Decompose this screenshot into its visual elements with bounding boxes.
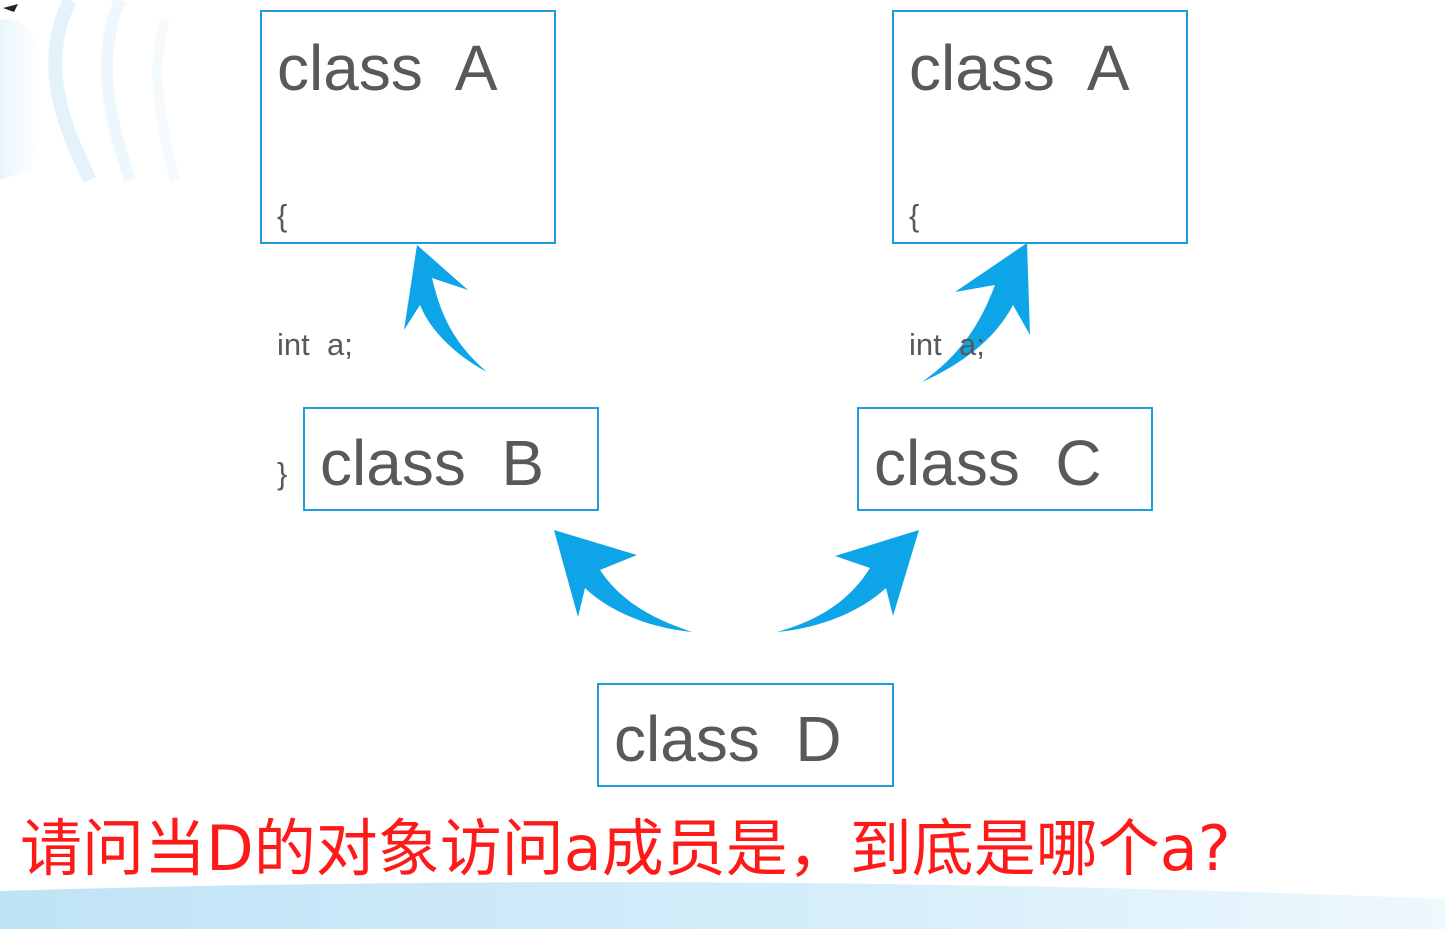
class-d-box: class D [597,683,894,787]
class-d-title: class D [614,703,842,775]
class-a-right-box: class A { int a; } [892,10,1188,491]
decorative-wave [0,882,1445,929]
class-c-title: class C [874,427,1102,499]
cursor-mark-icon [3,4,18,12]
class-a-left-box: class A { int a; } [260,10,556,491]
arrow-c-to-a-right [922,243,1030,382]
class-a-right-title: class A [909,32,1130,104]
decorative-swirl [0,0,180,184]
class-b-title: class B [320,427,545,499]
class-a-left-title: class A [277,32,498,104]
arrow-b-to-a-left [404,245,487,372]
class-a-left-open-brace: { [277,198,288,233]
arrow-d-to-b [554,530,692,632]
class-a-left-member: int a; [277,327,353,362]
question-text: 请问当D的对象访问a成员是，到底是哪个a? [20,812,1231,885]
class-a-right-open-brace: { [909,198,920,233]
class-b-box: class B [303,407,599,511]
class-a-left-close-brace: } [277,456,288,491]
arrow-d-to-c [777,530,919,632]
class-a-right-member: int a; [909,327,985,362]
class-a-left-body: { int a; } [277,108,554,581]
class-c-box: class C [857,407,1153,511]
